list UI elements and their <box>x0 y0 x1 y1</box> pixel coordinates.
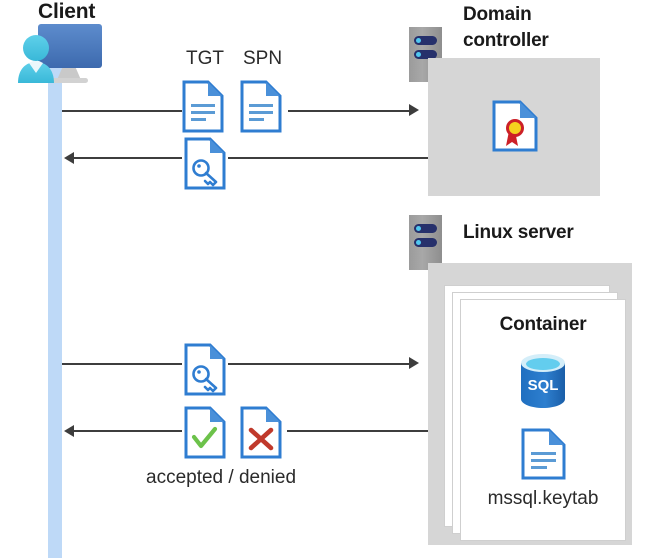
tgt-document-icon <box>182 80 224 138</box>
domain-controller-title: Domain controller <box>463 2 623 54</box>
container-card-front[interactable]: Container SQL <box>460 299 626 541</box>
flow-4-line-left <box>74 430 182 432</box>
rack-led-bar <box>414 224 437 233</box>
flow-2-arrowhead-left <box>64 152 74 164</box>
sql-database-icon: SQL <box>518 352 568 415</box>
spn-document-icon <box>240 80 282 138</box>
flow-3-arrowhead-right <box>409 357 419 369</box>
linux-server-rack-icon <box>409 215 442 270</box>
flow-2-line-left <box>74 157 182 159</box>
tgt-label: TGT <box>186 48 224 69</box>
client-lifeline <box>48 60 62 558</box>
keytab-filename-label: mssql.keytab <box>487 488 599 509</box>
rack-led-bar <box>414 36 437 45</box>
flow-1-arrowhead-right <box>409 104 419 116</box>
certificate-document-icon <box>492 100 538 157</box>
linux-server-title: Linux server <box>463 222 574 243</box>
keytab-document-icon <box>521 428 566 485</box>
spn-label: SPN <box>243 48 283 69</box>
flow-1-line-left <box>62 110 182 112</box>
client-title: Client <box>38 0 96 23</box>
flow-3-line-right <box>228 363 410 365</box>
denied-cross-document-icon <box>240 406 282 464</box>
accepted-check-document-icon <box>184 406 226 464</box>
flow-2-line-right <box>228 157 428 159</box>
flow-4-arrowhead-left <box>64 425 74 437</box>
rack-led-bar <box>414 238 437 247</box>
service-ticket-key-document-icon <box>184 343 226 401</box>
container-title: Container <box>499 314 587 335</box>
svg-text:SQL: SQL <box>528 377 559 394</box>
accepted-denied-label: accepted / denied <box>146 467 297 488</box>
flow-4-line-right <box>287 430 428 432</box>
client-monitor-user-icon <box>8 20 114 95</box>
domain-controller-title-line1: Domain <box>463 4 532 25</box>
service-ticket-key-document-icon <box>184 137 226 195</box>
rack-led-bar <box>414 50 437 59</box>
flow-3-line-left <box>62 363 182 365</box>
flow-1-line-right <box>288 110 410 112</box>
domain-controller-title-line2: controller <box>463 30 549 51</box>
